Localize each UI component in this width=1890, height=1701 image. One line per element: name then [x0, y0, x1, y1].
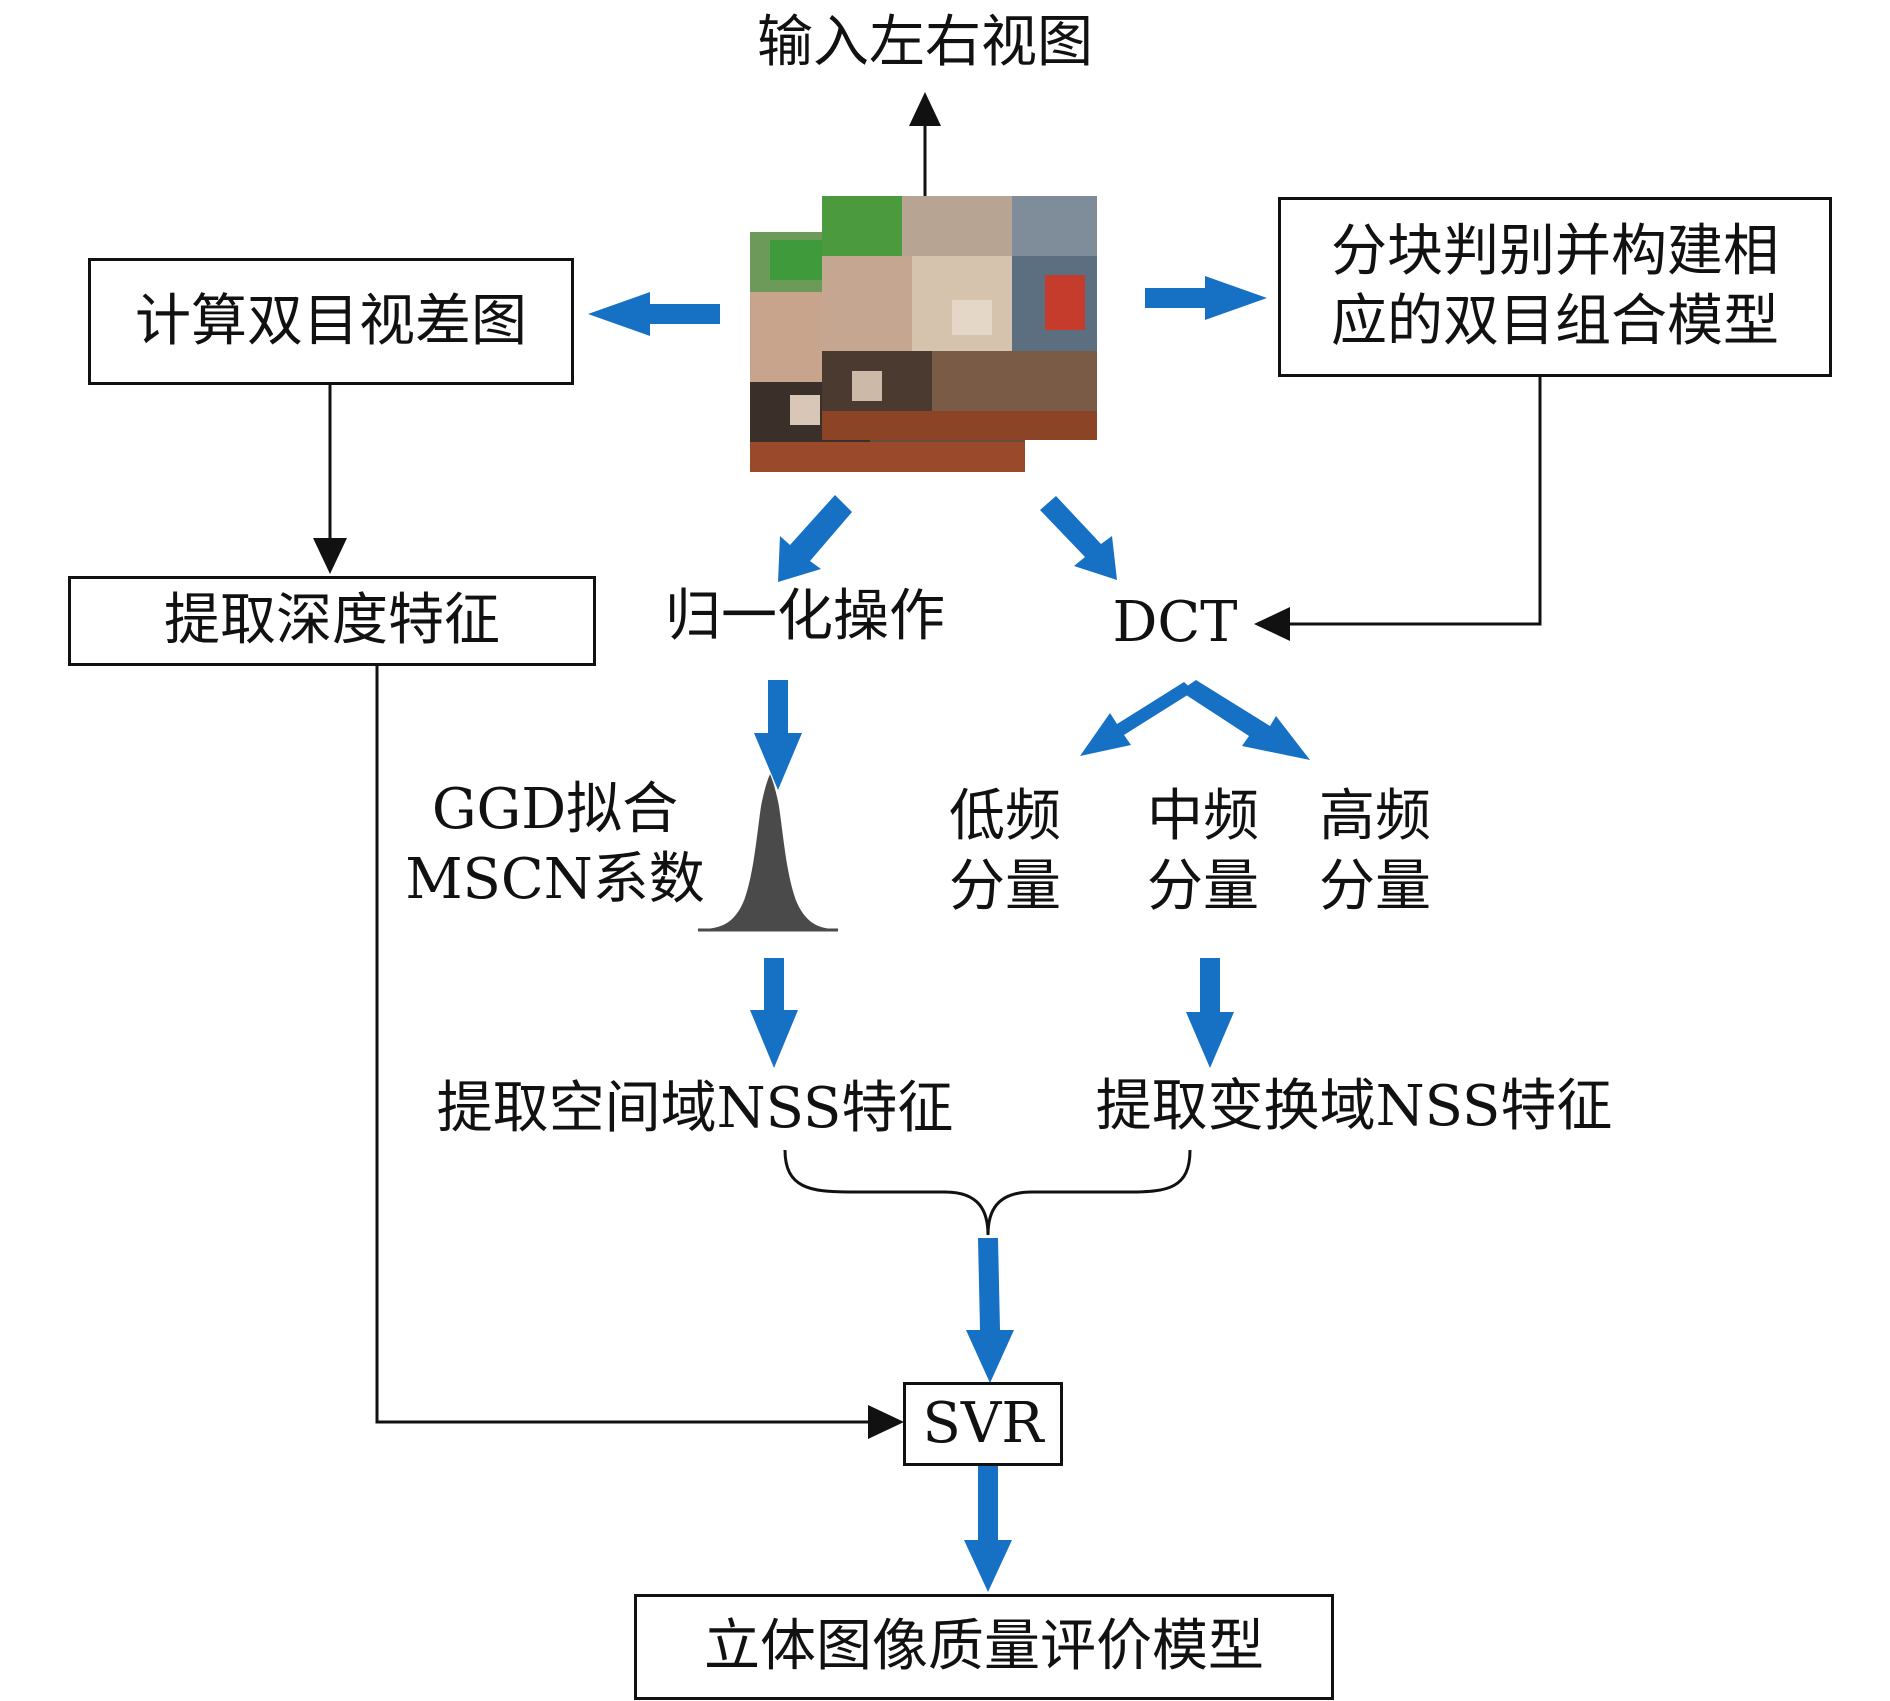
node-normalize-label: 归一化操作 [665, 584, 945, 649]
node-input-views: 输入左右视图 [720, 4, 1130, 82]
arrowhead-down-depth [313, 538, 347, 574]
node-low-freq-line-1: 低频 [949, 784, 1061, 849]
right-view-thumbnail [822, 196, 1097, 440]
node-spatial-nss-label: 提取空间域NSS特征 [436, 1076, 954, 1141]
blue-arrow-to-model [964, 1466, 1012, 1592]
edge-block-to-dct [1285, 377, 1542, 626]
blue-arrow-to-svr [966, 1238, 1014, 1383]
node-transform-nss: 提取变换域NSS特征 [1050, 1068, 1658, 1146]
blue-arrow-to-spatial [750, 958, 798, 1068]
stereo-image-pair-thumbnail [750, 196, 1097, 472]
node-dct: DCT [1100, 584, 1250, 662]
arrowhead-right-svr [868, 1405, 904, 1439]
node-depth-feature: 提取深度特征 [68, 576, 596, 666]
brace-nss-join [783, 1149, 1192, 1236]
edge-depth-to-svr [375, 665, 880, 1424]
node-svr: SVR [903, 1382, 1063, 1466]
node-normalize: 归一化操作 [630, 578, 980, 656]
node-high-freq-line-2: 分量 [1319, 854, 1431, 919]
blue-arrow-to-normalize [778, 495, 852, 582]
node-dct-label: DCT [1112, 590, 1238, 655]
node-svr-label: SVR [922, 1391, 1044, 1456]
arrowhead-left-dct [1254, 607, 1290, 641]
node-high-freq: 高频 分量 [1300, 772, 1450, 932]
node-compute-disparity-label: 计算双目视差图 [135, 288, 527, 354]
blue-arrows [588, 276, 1310, 1592]
node-compute-disparity: 计算双目视差图 [88, 258, 574, 385]
node-quality-model: 立体图像质量评价模型 [634, 1594, 1334, 1700]
arrowhead-up-input [909, 92, 941, 126]
node-quality-model-label: 立体图像质量评价模型 [704, 1614, 1264, 1679]
blue-arrow-to-high [1180, 680, 1310, 760]
node-depth-feature-label: 提取深度特征 [164, 588, 500, 653]
black-connectors [328, 124, 1542, 1424]
blue-arrow-to-low [1080, 682, 1194, 756]
node-high-freq-line-1: 高频 [1319, 784, 1431, 849]
node-block-model-line-2: 应的双目组合模型 [1331, 289, 1779, 354]
blue-arrow-to-dct [1040, 496, 1117, 580]
node-spatial-nss: 提取空间域NSS特征 [395, 1070, 995, 1148]
blue-arrow-to-gaussian [754, 680, 802, 790]
blue-arrow-to-block [1145, 276, 1267, 320]
gaussian-distribution-icon [697, 774, 839, 932]
black-arrowheads [313, 92, 1290, 1439]
node-input-views-label: 输入左右视图 [757, 10, 1093, 75]
node-transform-nss-label: 提取变换域NSS特征 [1095, 1074, 1613, 1139]
node-mid-freq: 中频 分量 [1128, 772, 1278, 932]
node-block-model: 分块判别并构建相 应的双目组合模型 [1278, 197, 1832, 377]
node-ggd-fit: GGD拟合 MSCN系数 [385, 765, 725, 925]
node-ggd-fit-line-2: MSCN系数 [405, 847, 705, 912]
node-block-model-line-1: 分块判别并构建相 [1331, 219, 1779, 284]
node-ggd-fit-line-1: GGD拟合 [431, 777, 679, 842]
node-mid-freq-line-2: 分量 [1147, 854, 1259, 919]
blue-arrow-to-transform [1186, 958, 1234, 1068]
blue-arrow-to-disparity [588, 292, 720, 336]
node-mid-freq-line-1: 中频 [1147, 784, 1259, 849]
node-low-freq-line-2: 分量 [949, 854, 1061, 919]
node-low-freq: 低频 分量 [930, 772, 1080, 932]
